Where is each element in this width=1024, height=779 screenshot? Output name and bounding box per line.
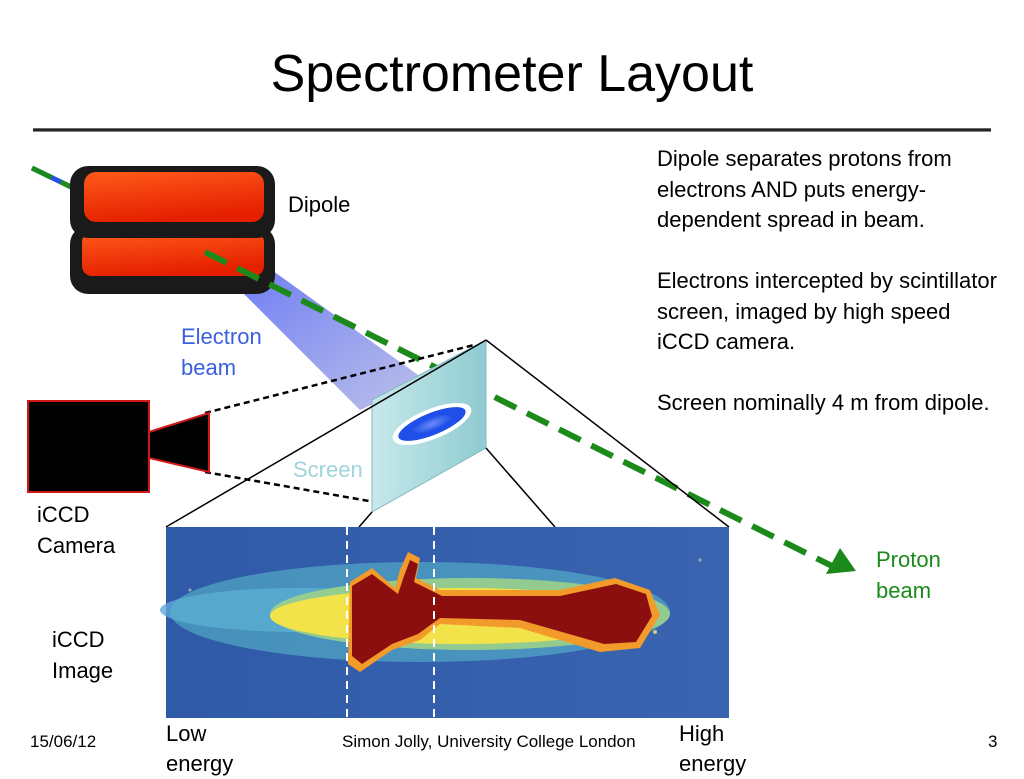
footer-date: 15/06/12 bbox=[30, 732, 97, 751]
explanatory-notes: Dipole separates protons from electrons … bbox=[657, 144, 1002, 449]
dipole-upper-pole bbox=[70, 166, 275, 238]
image-projection-right-outer bbox=[485, 339, 730, 528]
low-energy-label: Low energy bbox=[166, 721, 234, 776]
image-projection-left-inner bbox=[358, 511, 373, 528]
iccd-image-label: iCCD Image bbox=[52, 627, 114, 683]
high-energy-label: High energy bbox=[679, 721, 747, 776]
screen-spot-core bbox=[398, 407, 466, 441]
proton-beam-label: Proton beam bbox=[876, 547, 941, 603]
note-electrons: Electrons intercepted by scintillator sc… bbox=[657, 268, 997, 354]
iccd-image bbox=[160, 527, 729, 718]
dipole-lower-pole bbox=[70, 226, 275, 294]
dipole-label: Dipole bbox=[288, 192, 351, 217]
footer-page-number: 3 bbox=[988, 732, 998, 751]
image-projection-left-outer bbox=[165, 339, 487, 528]
camera-lens bbox=[148, 411, 210, 474]
slide-title: Spectrometer Layout bbox=[270, 45, 754, 103]
iccd-camera-label: iCCD Camera bbox=[37, 502, 116, 558]
camera-view-line-top bbox=[204, 343, 475, 415]
electron-beam-label: Electron beam bbox=[181, 324, 262, 380]
image-projection-right-inner bbox=[485, 447, 556, 528]
proton-beam-arrowhead bbox=[826, 548, 856, 574]
footer-author: Simon Jolly, University College London bbox=[342, 732, 636, 751]
note-dipole: Dipole separates protons from electrons … bbox=[657, 146, 952, 232]
camera-body bbox=[27, 400, 150, 493]
title-divider bbox=[33, 128, 991, 132]
note-screen-distance: Screen nominally 4 m from dipole. bbox=[657, 390, 990, 415]
screen-label: Screen bbox=[293, 457, 363, 482]
proton-beam-line bbox=[203, 249, 834, 569]
